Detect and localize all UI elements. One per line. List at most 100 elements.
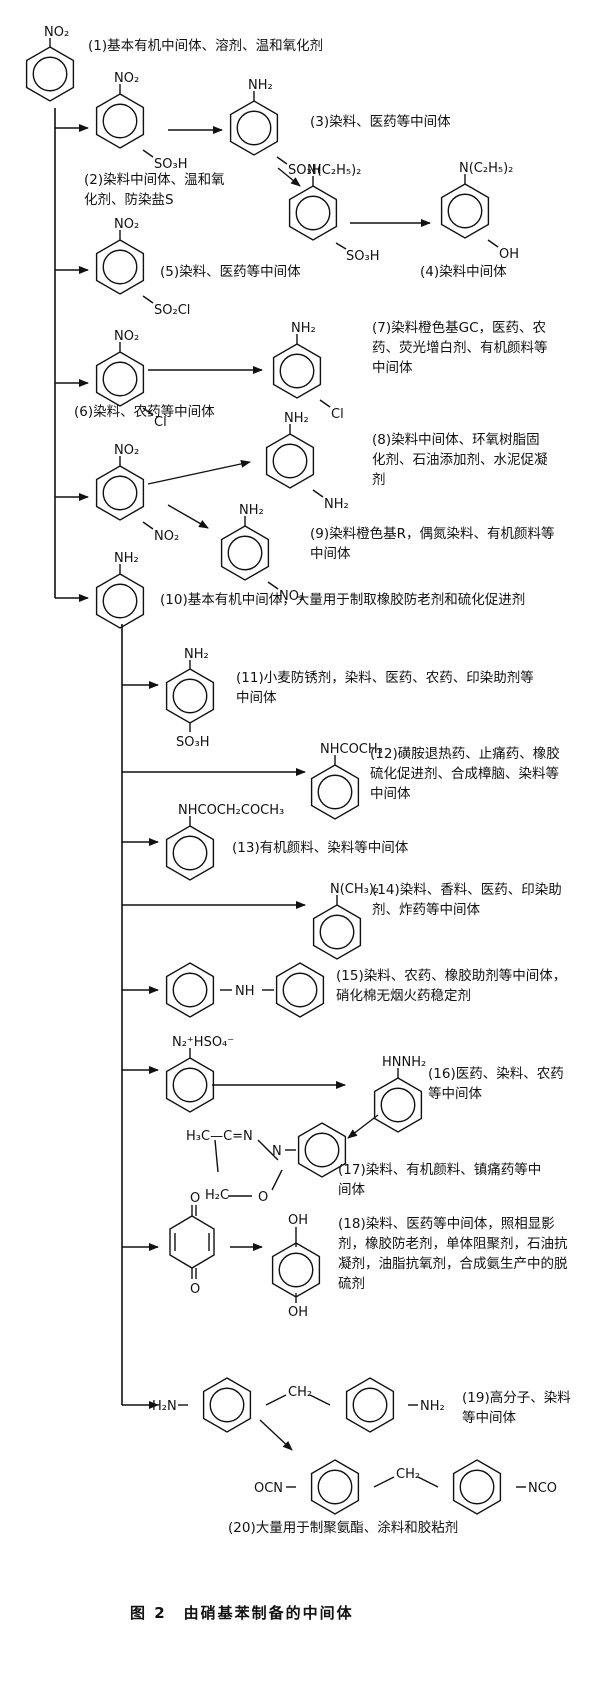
group-ch2: CH₂ [396,1467,420,1482]
group-so3h: SO₃H [176,735,209,750]
group-no2: NO₂ [114,443,139,458]
label-14: (14)染料、香料、医药、印染助剂、炸药等中间体 [372,882,562,918]
aromatic-circle [102,361,138,397]
aromatic-circle [102,103,138,139]
benzene-ring [229,100,279,156]
label-8: (8)染料中间体、环氧树脂固化剂、石油添加剂、水泥促凝剂 [372,432,548,488]
group-so3h: SO₃H [288,163,321,178]
aromatic-circle [295,195,331,231]
group-nh2: NH₂ [114,551,139,566]
benzene-ring [310,1459,360,1515]
group-nh2: NH₂ [239,503,264,518]
aromatic-circle [304,1132,340,1168]
aromatic-circle [236,110,272,146]
benzoquinone-ring [169,1205,215,1279]
benzene-ring [272,343,322,399]
benzene-ring [373,1077,423,1133]
group-no2: NO₂ [279,589,304,604]
label-6: (6)染料、农药等中间体 [74,404,215,420]
benzene-ring [312,904,362,960]
group-nh2: NH₂ [291,321,316,336]
group-so3h: SO₃H [346,249,379,264]
group-nhcoch3: NHCOCH₃ [320,742,383,757]
benzene-ring [25,46,75,102]
group-o: O [258,1190,268,1205]
group-nh2: NH₂ [184,647,209,662]
group-net2: N(C₂H₅)₂ [459,161,513,176]
group-o: O [190,1191,200,1206]
benzene-ring [95,573,145,629]
aromatic-circle [380,1087,416,1123]
label-12: (12)磺胺退热药、止痛药、橡胶硫化促进剂、合成樟脑、染料等中间体 [370,746,560,802]
aromatic-circle [447,193,483,229]
group-h2c: H₂C [205,1188,229,1203]
benzene-ring [202,1377,252,1433]
group-o: O [190,1282,200,1297]
benzene-ring [440,183,490,239]
aromatic-circle [282,972,318,1008]
group-nme2: N(CH₃)₂ [330,882,379,897]
group-nh: NH [235,984,255,999]
group-n2hso4: N₂⁺HSO₄⁻ [172,1035,234,1050]
benzene-ring [95,93,145,149]
benzene-ring [345,1377,395,1433]
group-cl: Cl [331,407,344,422]
group-cl: Cl [154,415,167,430]
aromatic-circle [102,475,138,511]
group-so3h: SO₃H [154,157,187,172]
label-15: (15)染料、农药、橡胶助剂等中间体，硝化棉无烟火药稳定剂 [336,968,567,1004]
group-oh: OH [288,1213,308,1228]
substituent-bonds [49,38,526,1488]
benzene-ring [452,1459,502,1515]
benzene-ring [95,239,145,295]
benzene-ring [95,351,145,407]
aromatic-circle [227,535,263,571]
group-so2cl: SO₂Cl [154,303,190,318]
figure-caption: 图 2 由硝基苯制备的中间体 [130,1604,354,1622]
aromatic-circle [317,1469,353,1505]
group-hnnh2: HNNH₂ [382,1055,426,1070]
group-no2: NO₂ [114,71,139,86]
label-16: (16)医药、染料、农药等中间体 [428,1066,564,1102]
aromatic-circle [209,1387,245,1423]
group-no2: NO₂ [154,529,179,544]
trunk-lines [54,108,123,1405]
aromatic-circle [459,1469,495,1505]
benzene-ring [165,962,215,1018]
group-nh2: NH₂ [324,497,349,512]
label-19: (19)高分子、染料等中间体 [462,1390,571,1426]
label-10: (10)基本有机中间体，大量用于制取橡胶防老剂和硫化促进剂 [160,592,526,608]
aromatic-circle [279,353,315,389]
aromatic-circle [32,56,68,92]
benzene-ring [275,962,325,1018]
pyrazolone-bonds [214,1139,296,1197]
label-20: (20)大量用于制聚氨酯、涂料和胶粘剂 [228,1520,459,1536]
substituent-labels: NO₂ NO₂ SO₃H NH₂ SO₃H N(C₂H₅)₂ SO₃H N(C₂… [44,25,557,1496]
aromatic-circle [102,583,138,619]
label-5: (5)染料、医药等中间体 [160,264,301,280]
label-7: (7)染料橙色基GC，医药、农药、荧光增白剂、有机颜料等中间体 [372,320,548,376]
benzene-ring [310,764,360,820]
label-17: (17)染料、有机颜料、镇痛药等中间体 [338,1162,542,1198]
group-oh: OH [499,247,519,262]
group-h3c-c-n: H₃C—C=N [186,1129,253,1144]
aromatic-circle [352,1387,388,1423]
label-4: (4)染料中间体 [420,264,507,280]
group-ch2: CH₂ [288,1385,312,1400]
aromatic-circle [172,678,208,714]
benzene-ring [288,185,338,241]
group-no2: NO₂ [114,217,139,232]
aromatic-circle [102,249,138,285]
benzene-ring [297,1122,347,1178]
label-18: (18)染料、医药等中间体，照相显影剂，橡胶防老剂，单体阻聚剂，石油抗凝剂，油脂… [338,1216,568,1292]
aromatic-circle [172,972,208,1008]
group-h2n: H₂N [152,1399,177,1414]
aromatic-circle [172,1067,208,1103]
label-2: (2)染料中间体、温和氧化剂、防染盐S [84,172,225,208]
benzene-ring [95,465,145,521]
group-n: N [272,1144,282,1159]
reaction-arrows [55,124,431,1451]
group-no2: NO₂ [44,25,69,40]
group-ocn: OCN [254,1481,283,1496]
group-nco: NCO [528,1481,557,1496]
